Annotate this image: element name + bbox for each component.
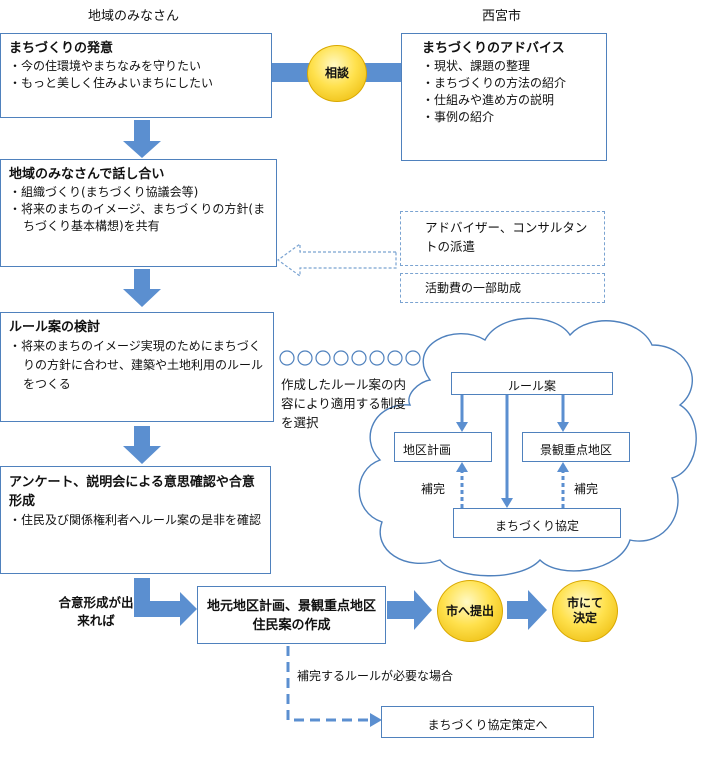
initiative-item: ・今の住環境やまちなみを守りたい [9, 59, 202, 73]
initiative-title: まちづくりの発意 [9, 41, 114, 56]
cloud-arrows [456, 394, 569, 508]
initiative-item: ・もっと美しく住みよいまちにしたい [9, 76, 214, 90]
landscape-box: 景観重点地区 [522, 432, 630, 462]
rule-plan-label: ルール案 [507, 379, 556, 393]
agreement-final-label: まちづくり協定策定へ [427, 718, 548, 732]
submit-arrow [387, 590, 432, 630]
district-plan-label: 地区計画 [403, 443, 452, 457]
need-label: 補完するルールが必要な場合 [297, 669, 454, 683]
rule-plan-box: ルール案 [451, 372, 613, 395]
select-note: 作成したルール案の内容により適用する制度を選択 [281, 377, 407, 430]
initiative-box: まちづくりの発意 ・今の住環境やまちなみを守りたい ・もっと美しく住みよいまちに… [0, 33, 272, 118]
decide-button: 市にて決定 [552, 580, 618, 642]
district-plan-box: 地区計画 [394, 432, 492, 462]
advice-item: ・まちづくりの方法の紹介 [422, 76, 567, 90]
agreement-final-box: まちづくり協定策定へ [381, 706, 594, 738]
draft-box: 地元地区計画、景観重点地区住民案の作成 [197, 586, 386, 644]
rule-study-item: ・将来のまちのイメージ実現のためにまちづくりの方針に合わせ、建築や土地利用のルー… [9, 339, 264, 391]
submit-button: 市へ提出 [437, 580, 503, 642]
discussion-item: ・将来のまちのイメージ、まちづくりの方針(まちづくり基本構想)を共有 [9, 202, 266, 233]
rule-study-title: ルール案の検討 [9, 320, 101, 335]
advice-box: まちづくりのアドバイス ・現状、課題の整理 ・まちづくりの方法の紹介 ・仕組みや… [401, 33, 607, 161]
supplement-arrows [456, 462, 569, 508]
advice-item: ・現状、課題の整理 [422, 59, 531, 73]
support-arrow [276, 242, 397, 278]
discussion-title: 地域のみなさんで話し合い [9, 167, 165, 182]
landscape-label: 景観重点地区 [539, 443, 612, 457]
consensus-item: ・住民及び関係権利者へルール案の是非を確認 [9, 513, 262, 527]
advice-title: まちづくりのアドバイス [422, 41, 565, 56]
draft-label: 地元地区計画、景観重点地区住民案の作成 [206, 599, 376, 633]
down-arrow-2 [123, 269, 161, 307]
decide-arrow [507, 590, 547, 630]
down-arrow-3 [123, 426, 161, 464]
discussion-item: ・組織づくり(まちづくり協議会等) [9, 185, 199, 199]
rule-study-box: ルール案の検討 ・将来のまちのイメージ実現のためにまちづくりの方針に合わせ、建築… [0, 312, 274, 422]
consult-button: 相談 [307, 45, 367, 102]
consensus-arrow [134, 578, 197, 626]
consensus-label: 合意形成が出来れば [58, 595, 134, 628]
advice-item: ・事例の紹介 [422, 110, 495, 124]
advice-item: ・仕組みや進め方の説明 [422, 93, 555, 107]
header-residents: 地域のみなさん [88, 9, 180, 24]
need-arrow [286, 646, 382, 727]
down-arrow-1 [123, 120, 161, 158]
advisor-dispatch-text: アドバイザー、コンサルタントの派遣 [425, 220, 588, 254]
circle-row [279, 350, 421, 366]
advisor-dispatch-box: アドバイザー、コンサルタントの派遣 [400, 211, 605, 266]
supplement-left-label: 補完 [421, 482, 446, 496]
agreement-label: まちづくり協定 [494, 519, 579, 533]
grant-text: 活動費の一部助成 [425, 281, 522, 295]
discussion-box: 地域のみなさんで話し合い ・組織づくり(まちづくり協議会等) ・将来のまちのイメ… [0, 159, 277, 267]
agreement-box: まちづくり協定 [453, 508, 621, 538]
supplement-right-label: 補完 [574, 482, 599, 496]
grant-box: 活動費の一部助成 [400, 273, 605, 303]
header-city: 西宮市 [482, 9, 522, 24]
consensus-title: アンケート、説明会による意思確認や合意形成 [9, 475, 255, 509]
consensus-box: アンケート、説明会による意思確認や合意形成 ・住民及び関係権利者へルール案の是非… [0, 466, 271, 574]
